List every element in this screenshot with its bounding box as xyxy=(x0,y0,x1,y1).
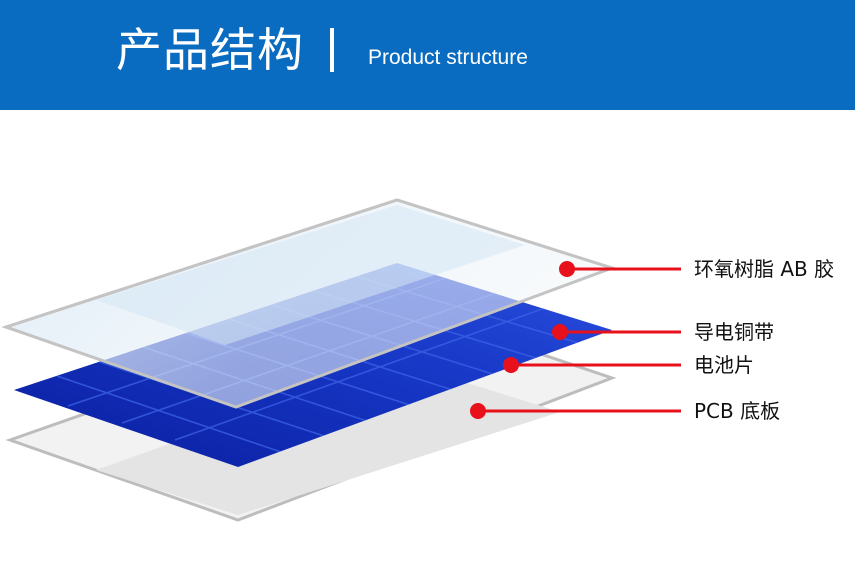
page-title: 产品结构 xyxy=(116,23,304,77)
label-epoxy-glue: 环氧树脂 AB 胶 xyxy=(694,257,834,281)
label-pcb-board: PCB 底板 xyxy=(694,399,780,423)
callout-pcb xyxy=(470,403,681,419)
callout-epoxy xyxy=(559,261,681,277)
title-divider xyxy=(330,28,334,72)
label-copper-ribbon: 导电铜带 xyxy=(694,320,774,344)
label-solar-cell: 电池片 xyxy=(694,353,754,377)
page-subtitle: Product structure xyxy=(368,46,528,69)
callout-copper xyxy=(552,324,681,340)
callout-cell xyxy=(503,357,681,373)
header-banner: 产品结构 Product structure xyxy=(0,0,855,110)
